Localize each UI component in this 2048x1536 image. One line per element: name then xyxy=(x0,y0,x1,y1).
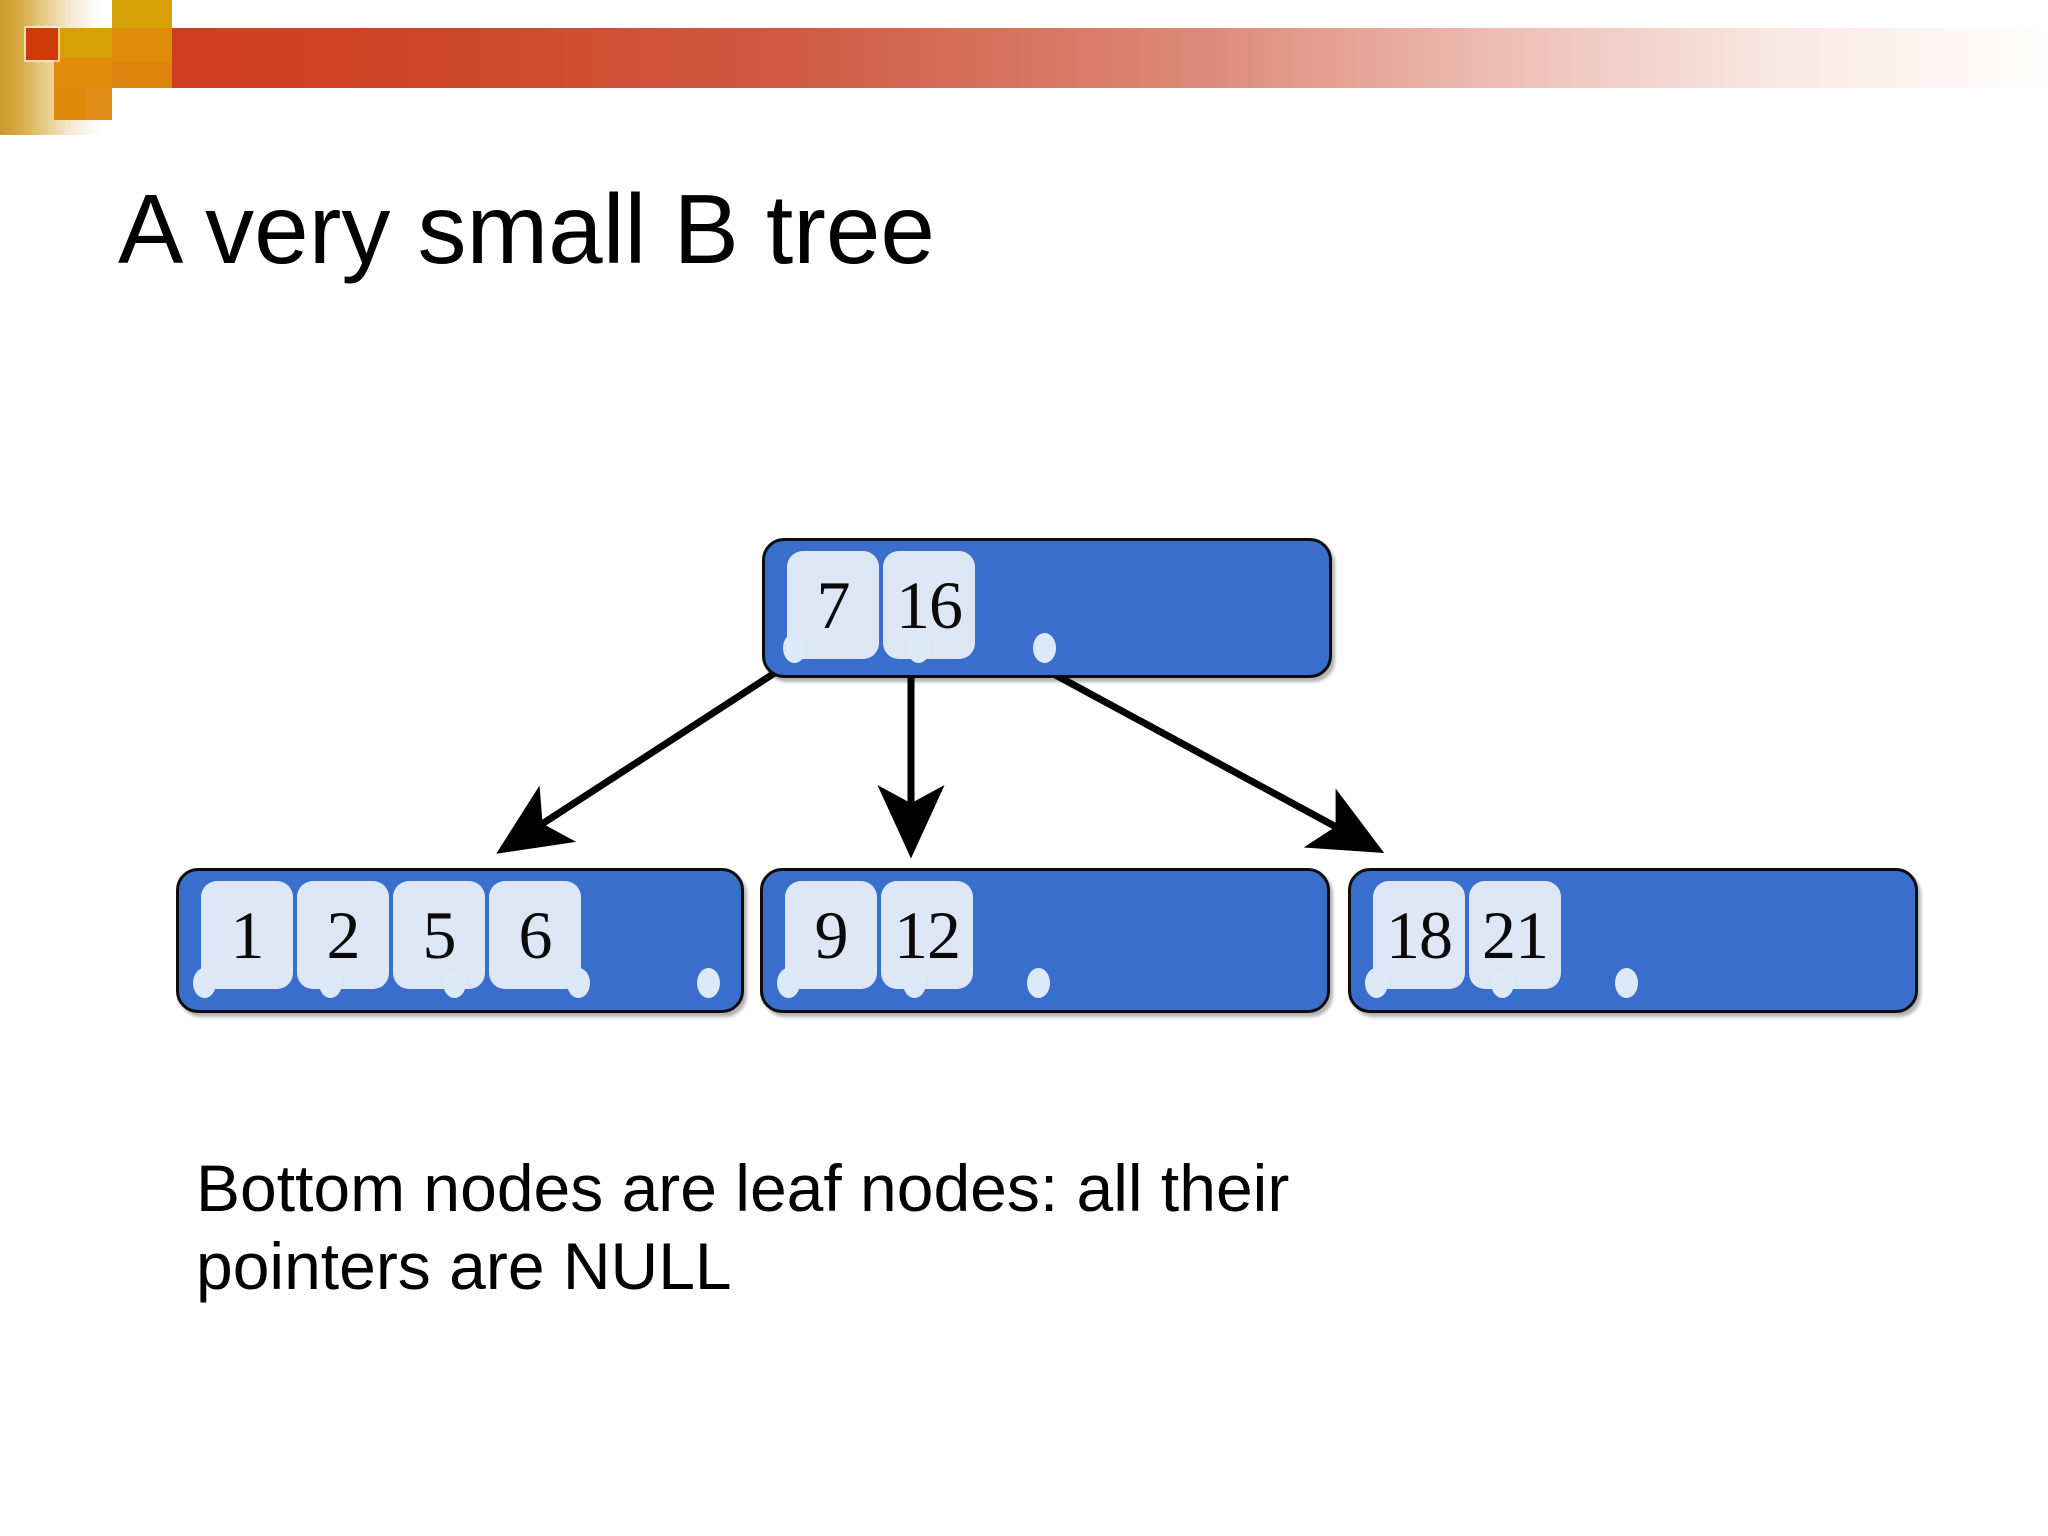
btree-node-root: 7 16 xyxy=(762,538,1332,678)
btree-pointer-dot xyxy=(1033,633,1056,663)
edge-root-to-leaf-1 xyxy=(496,662,789,854)
btree-node-leaf-2: 9 12 xyxy=(760,868,1330,1013)
btree-pointer-dot xyxy=(783,633,806,663)
btree-node-leaf-1-pointers xyxy=(179,968,741,998)
slide-caption: Bottom nodes are leaf nodes: all their p… xyxy=(196,1150,1289,1306)
page-title: A very small B tree xyxy=(118,174,935,284)
btree-pointer-dot xyxy=(567,968,590,998)
btree-key-cell: 18 xyxy=(1373,881,1465,989)
btree-pointer-dot xyxy=(1615,968,1638,998)
btree-key-cell: 21 xyxy=(1469,881,1561,989)
btree-pointer-dot xyxy=(697,968,720,998)
caption-line-2: pointers are NULL xyxy=(196,1228,732,1303)
btree-pointer-dot xyxy=(443,968,466,998)
btree-node-leaf-2-pointers xyxy=(763,968,1327,998)
btree-node-leaf-1-keys: 1 2 5 6 xyxy=(201,881,581,989)
btree-key-cell: 5 xyxy=(393,881,485,989)
btree-pointer-dot xyxy=(193,968,216,998)
btree-pointer-dot xyxy=(777,968,800,998)
btree-pointer-dot xyxy=(1365,968,1388,998)
btree-key-cell: 9 xyxy=(785,881,877,989)
btree-pointer-dot xyxy=(907,633,930,663)
caption-line-1: Bottom nodes are leaf nodes: all their xyxy=(196,1151,1290,1225)
btree-node-leaf-3-pointers xyxy=(1351,968,1915,998)
header-square-red-small xyxy=(26,28,58,60)
btree-node-root-keys: 7 16 xyxy=(787,551,975,659)
header-square-orange-lower xyxy=(54,88,86,120)
btree-node-leaf-2-keys: 9 12 xyxy=(785,881,973,989)
btree-pointer-dot xyxy=(1027,968,1050,998)
btree-node-root-pointers xyxy=(765,633,1329,663)
btree-key-cell: 6 xyxy=(489,881,581,989)
btree-key-cell: 7 xyxy=(787,551,879,659)
edge-root-to-leaf-3 xyxy=(1035,661,1385,853)
btree-pointer-dot xyxy=(903,968,926,998)
decorative-header-band xyxy=(0,0,2048,135)
btree-pointer-dot xyxy=(1491,968,1514,998)
btree-key-cell: 1 xyxy=(201,881,293,989)
btree-node-leaf-1: 1 2 5 6 xyxy=(176,868,744,1013)
header-gradient-stripe xyxy=(40,28,2048,88)
btree-node-leaf-3: 18 21 xyxy=(1348,868,1918,1013)
btree-node-leaf-3-keys: 18 21 xyxy=(1373,881,1561,989)
btree-key-cell: 12 xyxy=(881,881,973,989)
header-square-orange-upper xyxy=(112,28,172,88)
btree-key-cell: 16 xyxy=(883,551,975,659)
btree-key-cell: 2 xyxy=(297,881,389,989)
btree-pointer-dot xyxy=(319,968,342,998)
